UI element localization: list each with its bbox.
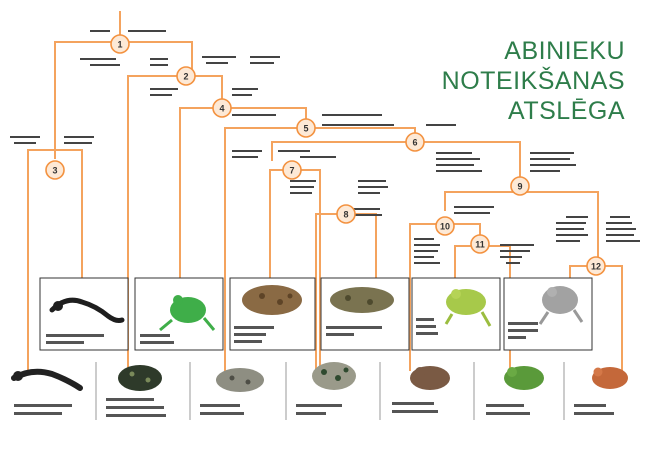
- node-7: 7: [283, 161, 301, 179]
- toad-darkgreen-icon: [118, 365, 162, 391]
- question-block: [80, 58, 168, 66]
- svg-text:7: 7: [289, 166, 294, 176]
- node-3: 3: [46, 161, 64, 179]
- node-8: 8: [337, 205, 355, 223]
- green-frog: [486, 366, 544, 415]
- node-12: 12: [587, 257, 605, 275]
- question-block: [530, 152, 576, 172]
- question-block: [606, 216, 640, 242]
- toad-brown-icon: [242, 285, 302, 315]
- black-salamander-card: [40, 278, 128, 350]
- node-2: 2: [177, 67, 195, 85]
- node-1: 1: [111, 35, 129, 53]
- toad-olive-icon: [330, 287, 394, 313]
- brown-toad-card: [230, 278, 315, 350]
- brown-frog: [392, 366, 450, 413]
- question-block: [556, 216, 588, 242]
- question-block: [10, 136, 94, 144]
- dark-newt: [13, 371, 80, 415]
- svg-text:4: 4: [219, 104, 224, 114]
- question-block: [322, 124, 456, 126]
- question-block: [90, 30, 166, 32]
- dark-spotted-toad: [106, 365, 166, 417]
- orange-frog: [574, 367, 628, 415]
- question-block: [436, 152, 482, 172]
- question-block: [290, 180, 388, 194]
- node-9: 9: [511, 177, 529, 195]
- toad-spotted-icon: [312, 362, 356, 390]
- species-caption-lines: [296, 404, 342, 415]
- svg-text:2: 2: [183, 72, 188, 82]
- green-tree-frog-card: [135, 278, 223, 350]
- lower-species: [13, 362, 628, 420]
- svg-text:9: 9: [517, 182, 522, 192]
- species-caption-lines: [392, 402, 438, 413]
- species-caption-lines: [200, 404, 244, 415]
- newt-black-icon: [13, 371, 80, 388]
- green-spotted-toad: [296, 362, 356, 415]
- node-11: 11: [471, 235, 489, 253]
- frog-green2-icon: [504, 366, 544, 390]
- svg-text:12: 12: [591, 262, 601, 272]
- frog-orange-icon: [592, 367, 628, 389]
- key-question-blocks: [10, 30, 640, 264]
- svg-text:11: 11: [475, 240, 485, 250]
- svg-text:6: 6: [412, 138, 417, 148]
- node-6: 6: [406, 133, 424, 151]
- olive-toad-card: [321, 278, 409, 350]
- frog-brown-icon: [410, 366, 450, 390]
- svg-text:5: 5: [303, 124, 308, 134]
- svg-text:8: 8: [343, 210, 348, 220]
- grey-spotted-toad: [200, 368, 264, 415]
- node-10: 10: [436, 217, 454, 235]
- toad-grey-icon: [216, 368, 264, 392]
- yellow-green-frog-card: [412, 278, 500, 350]
- question-block: [346, 206, 494, 216]
- species-caption-lines: [486, 404, 530, 415]
- question-block: [202, 56, 280, 64]
- node-5: 5: [297, 119, 315, 137]
- svg-text:1: 1: [117, 40, 122, 50]
- question-block: [232, 150, 336, 158]
- node-4: 4: [213, 99, 231, 117]
- svg-text:3: 3: [52, 166, 57, 176]
- question-block: [414, 238, 440, 264]
- species-caption-lines: [574, 404, 614, 415]
- decision-nodes: 1 2 3 4 5 6 7 8 9 10 11 12: [46, 35, 605, 275]
- grey-frog-card: [504, 278, 592, 350]
- question-block: [150, 88, 258, 96]
- species-caption-lines: [106, 398, 166, 417]
- species-caption-lines: [14, 404, 72, 415]
- svg-text:10: 10: [440, 222, 450, 232]
